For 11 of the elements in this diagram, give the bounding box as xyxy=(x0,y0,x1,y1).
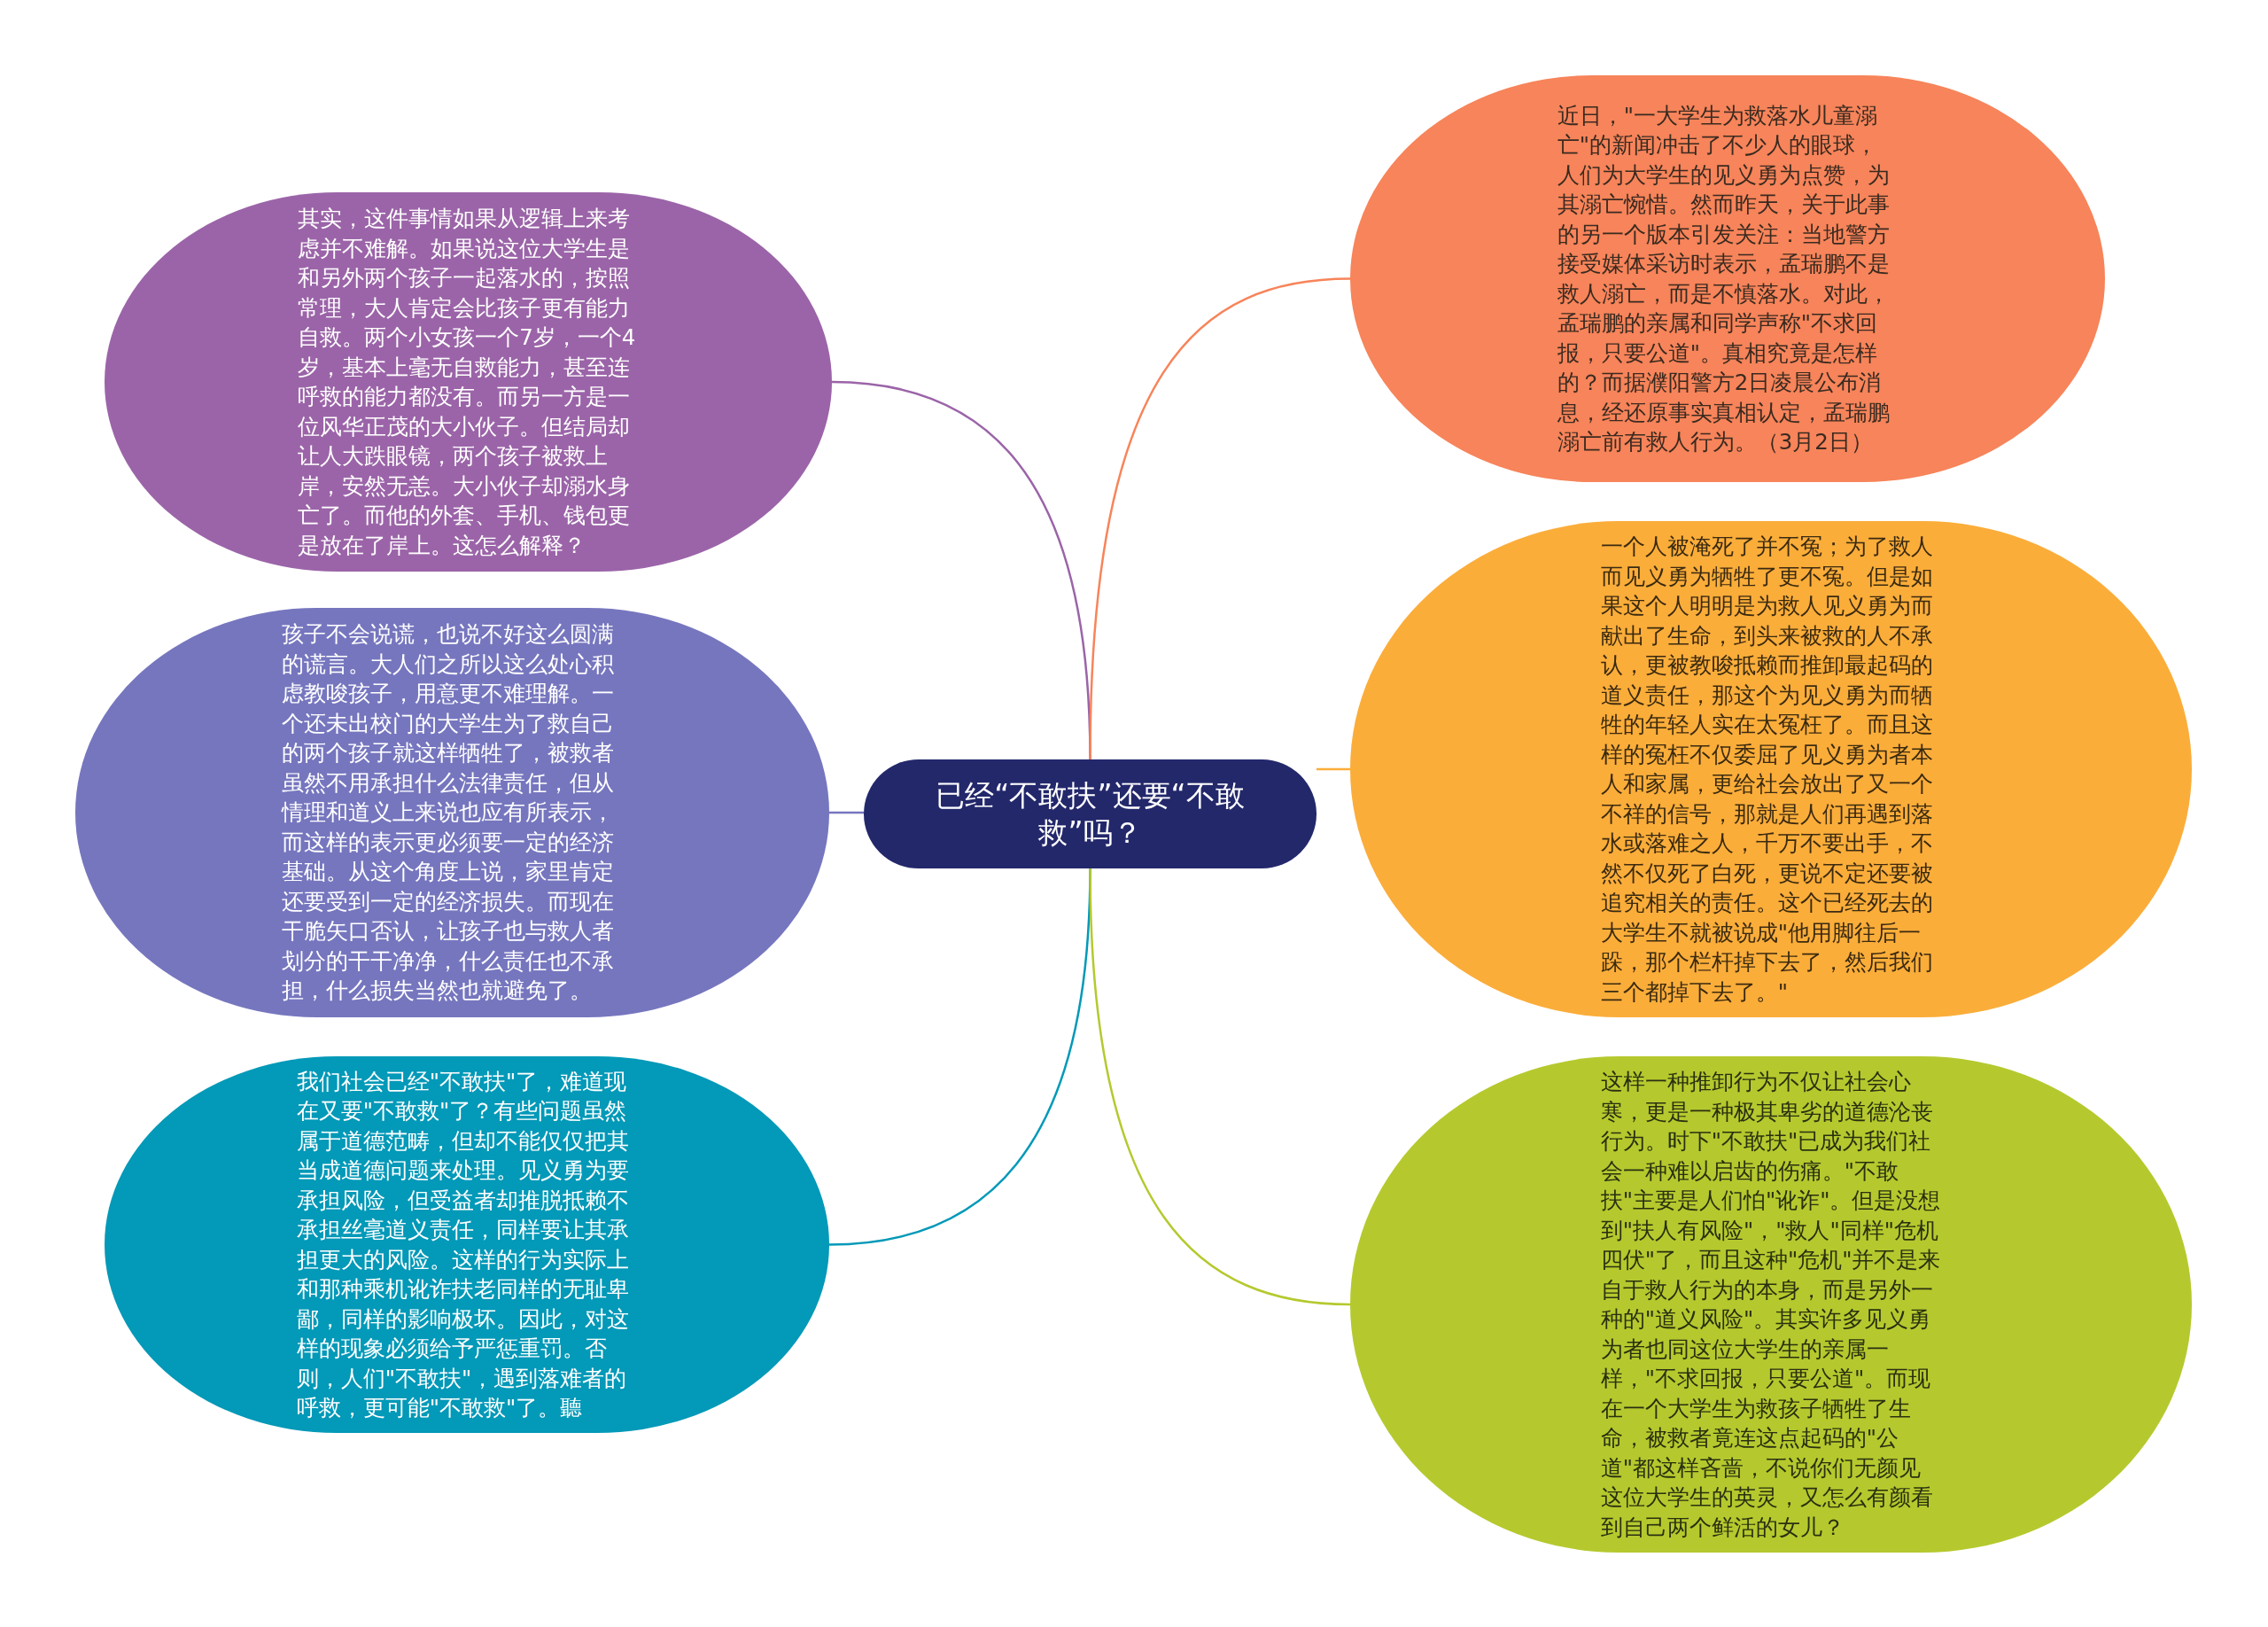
topic-text: 其实，这件事情如果从逻辑上来考虑并不难解。如果说这位大学生是和另外两个孩子一起落水的，按照常理，大人肯定会比孩子更有能力自救。两个小女孩一个7岁，一个4岁，基本上毫无自救能力，甚至连呼救的能力都没有。而另一方是一位风华正茂的大小伙子。但结局却让人大跌眼镜，两个孩子被救上岸，安然无恙。大小伙子却溺水身亡了。而他的外套、手机、钱包更是放在了岸上。这怎么解释？ xyxy=(298,205,637,560)
connector-line xyxy=(829,811,864,814)
connector-line xyxy=(1317,767,1350,771)
topic-text: 一个人被淹死了并不冤；为了救人而见义勇为牺牲了更不冤。但是如果这个人明明是为救人见义勇为而献出了生命，到头来被救的人不承认，更被教唆抵赖而推卸最起码的道义责任，那这个为见义勇为而牺牲的年轻人实在太冤枉了。而且这样的冤枉不仅委屈了见义勇为者本人和家属，更给社会放出了又一个不祥的信号，那就是人们再遇到落水或落难之人，千万不要出手，不然不仅死了白死，更说不定还要被追究相关的责任。这个已经死去的大学生不就被说成"他用脚往后一跺，那个栏杆掉下去了，然后我们三个都掉下去了。" xyxy=(1600,533,1934,1007)
central-topic-text: 已经“不敢扶”还要“不敢救”吗？ xyxy=(935,776,1246,852)
topic-text: 孩子不会说谎，也说不好这么圆满的谎言。大人们之所以这么处心积虑教唆孩子，用意更不难理解。一个还未出校门的大学生为了救自己的两个孩子就这样牺牲了，被救者虽然不用承担什么法律责任，但从情理和道义上来说也应有所表示，而这样的表示更必须要一定的经济基础。从这个角度上说，家里肯定还要受到一定的经济损失。而现在干脆矢口否认，让孩子也与救人者划分的干干净净，什么责任也不承担，什么损失当然也就避免了。 xyxy=(282,620,616,1006)
connector-line xyxy=(1089,868,1351,1306)
topic-text: 近日，"一大学生为救落水儿童溺亡"的新闻冲击了不少人的眼球，人们为大学生的见义勇为点赞，为其溺亡惋惜。然而昨天，关于此事的另一个版本引发关注：当地警方接受媒体采访时表示，孟瑞鹏不是救人溺亡，而是不慎落水。对此，孟瑞鹏的亲属和同学声称"不求回报，只要公道"。真相究竟是怎样的？而据濮阳警方2日凌晨公布消息，经还原事实真相认定，孟瑞鹏溺亡前有救人行为。（3月2日） xyxy=(1557,101,1891,456)
topic-text: 这样一种推卸行为不仅让社会心寒，更是一种极其卑劣的道德沦丧行为。时下"不敢扶"已成为我们社会一种难以启齿的伤痛。"不敢扶"主要是人们怕"讹诈"。但是没想到"扶人有风险"，"救人"同样"危机四伏"了，而且这种"危机"并不是来自于救人行为的本身，而是另外一种的"道义风险"。其实许多见义勇为者也同这位大学生的亲属一样，"不求回报，只要公道"。而现在一个大学生为救孩子牺牲了生命，被救者竟连这点起码的"公道"都这样吝啬，不说你们无颜见这位大学生的英灵，又怎么有颜看到自己两个鲜活的女儿？ xyxy=(1600,1068,1942,1542)
topic-text: 我们社会已经"不敢扶"了，难道现在又要"不敢救"了？有些问题虽然属于道德范畴，但却不能仅仅把其当成道德问题来处理。见义勇为要承担风险，但受益者却推脱抵赖不承担丝毫道义责任，同样要让其承担更大的风险。这样的行为实际上和那种乘机讹诈扶老同样的无耻卑鄙，同样的影响极坏。因此，对这样的现象必须给予严惩重罚。否则，人们"不敢扶"，遇到落难者的呼救，更可能"不敢救"了。聽 xyxy=(296,1067,630,1422)
connector-line xyxy=(1089,277,1351,760)
